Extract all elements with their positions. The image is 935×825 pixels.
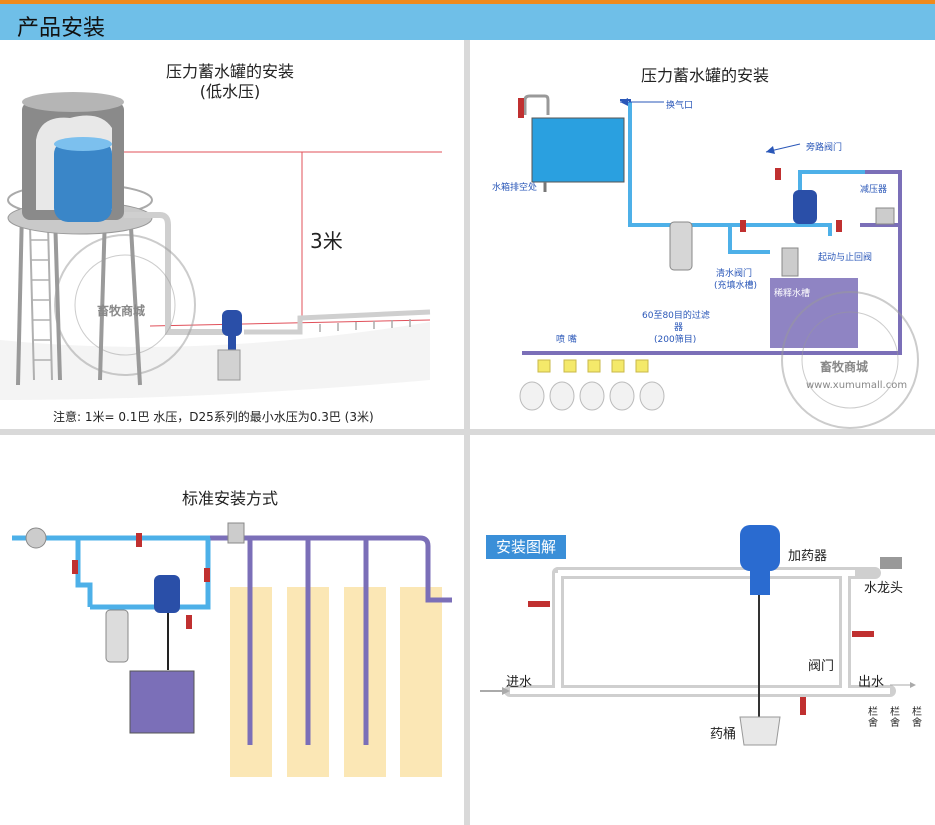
install-badge: 安装图解	[486, 535, 566, 559]
label-clean-valve-2: (充填水槽)	[714, 281, 758, 291]
tank-diagram	[0, 92, 442, 400]
height-label: 3米	[310, 229, 343, 253]
watermark-url: www.xumumall.com	[806, 380, 908, 391]
panel-tank-install: 压力蓄水罐的安装	[470, 40, 935, 429]
label-reducer: 减压器	[860, 185, 888, 195]
label-start-check: 起动与止回阀	[818, 253, 873, 263]
panel2-title: 压力蓄水罐的安装	[640, 66, 769, 85]
label-vent: 换气口	[666, 101, 694, 111]
label-pen-3: 栏舍	[912, 707, 922, 729]
panel1-note: 注意: 1米= 0.1巴 水压，D25系列的最小水压为0.3巴 (3米)	[53, 410, 374, 424]
panel1-title: 压力蓄水罐的安装	[165, 62, 294, 81]
section-title: 产品安装	[17, 16, 106, 41]
panel-standard-install: 标准安装方式	[0, 435, 464, 825]
label-faucet: 水龙头	[864, 581, 904, 596]
label-nozzle: 喷 嘴	[556, 335, 577, 345]
label-clean-valve: 清水阀门	[716, 269, 753, 279]
label-bypass: 旁路阀门	[806, 143, 843, 153]
horizontal-divider	[0, 429, 935, 435]
panel-install-diagram: 加药器 水龙头 进水 阀门 出水 药桶 栏舍 栏舍 栏舍	[470, 435, 935, 825]
panel-tank-low-pressure: 压力蓄水罐的安装 (低水压)	[0, 40, 464, 429]
label-filter-2: 器	[674, 323, 684, 333]
label-filter-1: 60至80目的过滤	[642, 311, 710, 321]
label-outlet: 出水	[858, 675, 885, 690]
standard-install-diagram	[12, 522, 452, 777]
section-header: 产品安装	[0, 4, 935, 41]
top-accent-line	[0, 0, 935, 4]
label-dilute: 稀释水槽	[774, 289, 811, 299]
pipe-schematic	[480, 525, 916, 746]
label-inlet: 进水	[506, 675, 533, 690]
panel3-title: 标准安装方式	[181, 489, 278, 508]
tank-install-diagram	[518, 94, 919, 429]
panel1-subtitle: (低水压)	[199, 82, 261, 101]
label-doser: 加药器	[788, 549, 828, 564]
label-pen-1: 栏舍	[868, 707, 878, 729]
label-pen-2: 栏舍	[890, 707, 900, 729]
watermark-brand-2: 畜牧商城	[820, 360, 869, 374]
watermark-brand: 畜牧商城	[97, 304, 146, 318]
label-drain: 水箱排空处	[492, 183, 538, 193]
label-bucket: 药桶	[710, 727, 737, 742]
label-filter-3: (200筛目)	[654, 335, 697, 345]
label-valve: 阀门	[808, 659, 835, 674]
